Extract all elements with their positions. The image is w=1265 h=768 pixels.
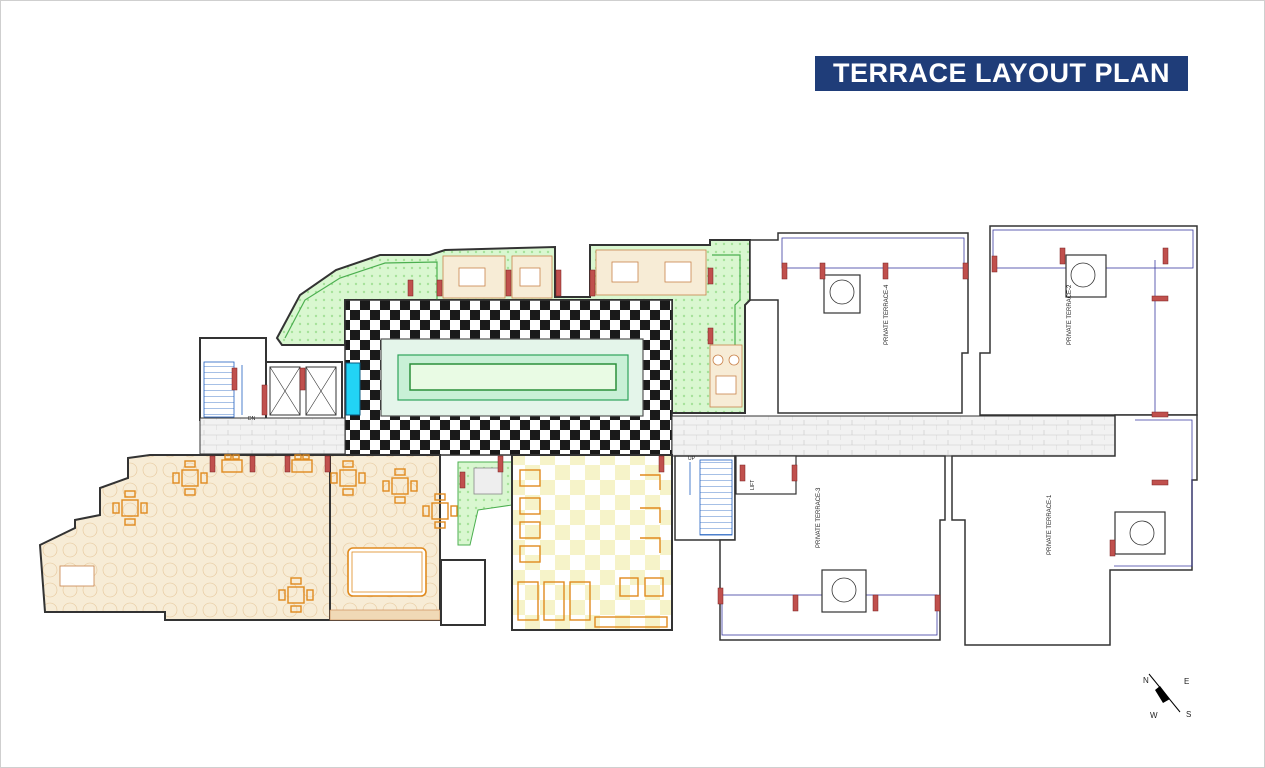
compass-east: E — [1184, 677, 1189, 686]
corridor-east — [671, 415, 1116, 457]
label-private-terrace-1: PRIVATE TERRACE-1 — [1047, 494, 1053, 555]
label-dn: DN — [248, 416, 256, 422]
dining-tables — [112, 454, 458, 613]
compass-icon: N E S W — [1143, 673, 1191, 720]
compass-south: S — [1186, 710, 1191, 719]
plan-title: TERRACE LAYOUT PLAN — [815, 56, 1188, 91]
utility-room — [440, 559, 486, 626]
compass-west: W — [1150, 711, 1158, 720]
structural-columns — [209, 247, 1169, 612]
label-private-terrace-3: PRIVATE TERRACE-3 — [816, 487, 822, 548]
lift-lobby — [199, 337, 343, 421]
swimming-pool — [380, 338, 644, 417]
corridor-west — [199, 417, 346, 455]
compass-north: N — [1143, 676, 1149, 685]
restaurant-hall — [38, 454, 441, 621]
label-lift: LIFT — [750, 480, 756, 490]
central-stair — [674, 455, 736, 541]
label-up: UP — [688, 456, 696, 462]
label-private-terrace-4: PRIVATE TERRACE-4 — [884, 284, 890, 345]
top-lounges — [442, 249, 743, 408]
gym-spa — [511, 454, 673, 631]
label-private-terrace-2: PRIVATE TERRACE-2 — [1067, 284, 1073, 345]
private-terraces — [719, 225, 1198, 646]
planter-box — [473, 467, 503, 495]
glass-door — [345, 362, 361, 416]
